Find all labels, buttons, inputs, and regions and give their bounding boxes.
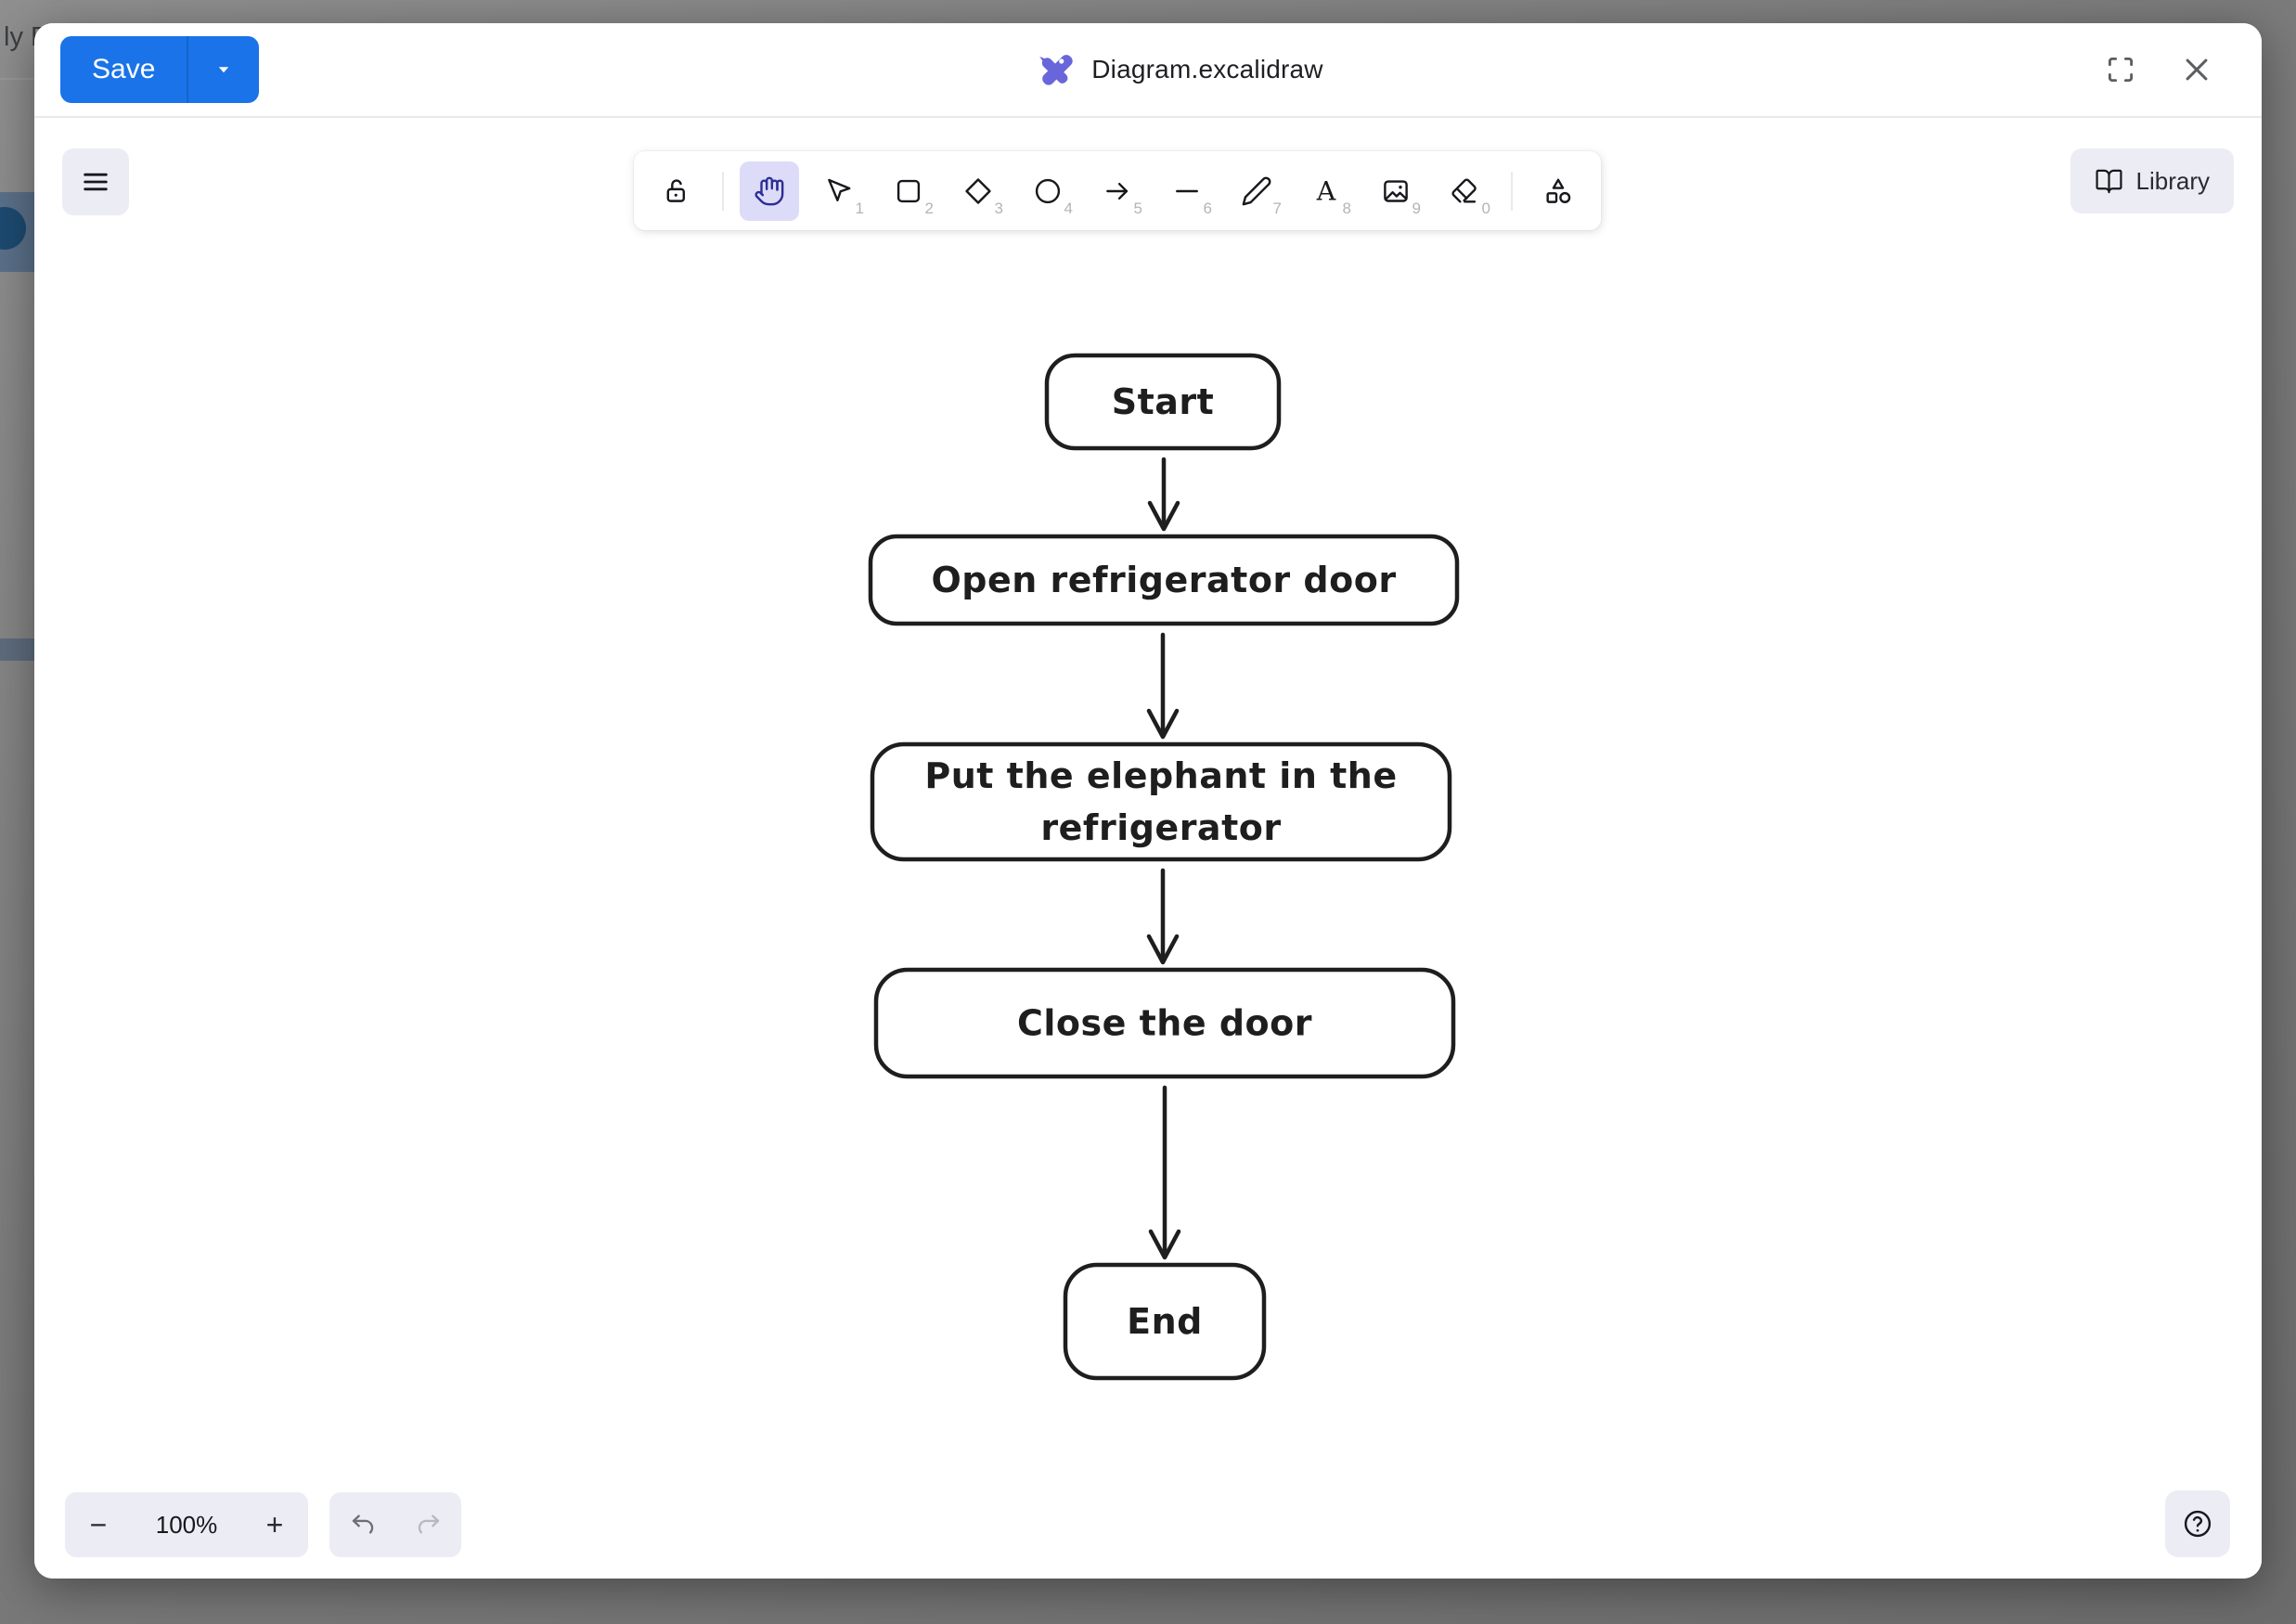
redo-icon bbox=[418, 1514, 439, 1534]
flowchart-arrow[interactable] bbox=[1146, 868, 1180, 965]
hamburger-menu-icon bbox=[84, 173, 108, 191]
save-button-label: Save bbox=[92, 54, 156, 84]
window-actions bbox=[2100, 49, 2217, 90]
undo-icon bbox=[352, 1514, 373, 1534]
line-icon bbox=[1176, 189, 1198, 192]
pencil-icon bbox=[1242, 176, 1271, 205]
undo-button[interactable] bbox=[329, 1492, 395, 1557]
shortcut-label: 0 bbox=[1481, 199, 1490, 217]
flowchart-node-start[interactable]: Start bbox=[1044, 353, 1282, 451]
tool-diamond-button[interactable]: 3 bbox=[948, 161, 1008, 221]
tool-ellipse-button[interactable]: 4 bbox=[1018, 161, 1077, 221]
svg-text:Close the door: Close the door bbox=[1017, 1003, 1312, 1044]
eraser-icon bbox=[1451, 178, 1477, 203]
toolbar-divider bbox=[722, 171, 724, 211]
shortcut-label: 2 bbox=[924, 199, 934, 217]
flowchart-node-end[interactable]: End bbox=[1063, 1262, 1267, 1381]
zoom-out-button[interactable]: − bbox=[65, 1492, 132, 1557]
flowchart-node-close[interactable]: Close the door bbox=[873, 967, 1456, 1079]
tool-line-button[interactable]: 6 bbox=[1157, 161, 1217, 221]
excalidraw-logo-icon bbox=[1039, 55, 1073, 85]
text-icon: A bbox=[1316, 175, 1336, 206]
document-title: Diagram.excalidraw bbox=[1091, 55, 1323, 84]
tool-hand-button[interactable] bbox=[740, 161, 799, 221]
help-icon bbox=[2184, 1510, 2212, 1538]
tool-image-button[interactable]: 9 bbox=[1366, 161, 1425, 221]
shortcut-label: 4 bbox=[1064, 199, 1073, 217]
history-controls bbox=[329, 1492, 461, 1557]
tool-eraser-button[interactable]: 0 bbox=[1436, 161, 1495, 221]
zoom-level[interactable]: 100% bbox=[155, 1510, 218, 1539]
main-menu-button[interactable] bbox=[62, 148, 129, 215]
chevron-down-icon bbox=[219, 67, 229, 73]
ellipse-icon bbox=[1035, 178, 1061, 203]
svg-text:Open refrigerator door: Open refrigerator door bbox=[931, 560, 1396, 600]
shortcut-label: 5 bbox=[1133, 199, 1142, 217]
svg-text:End: End bbox=[1127, 1301, 1203, 1342]
library-button-label: Library bbox=[2135, 166, 2210, 195]
tool-selection-button[interactable]: 1 bbox=[809, 161, 869, 221]
tool-more-shapes-button[interactable] bbox=[1529, 161, 1588, 221]
shortcut-label: 6 bbox=[1203, 199, 1212, 217]
rectangle-icon bbox=[896, 179, 921, 202]
svg-text:A: A bbox=[1316, 175, 1336, 206]
hand-icon bbox=[755, 176, 784, 205]
svg-text:Start: Start bbox=[1112, 381, 1215, 422]
tool-lock-button[interactable] bbox=[647, 161, 706, 221]
save-button-divider bbox=[187, 36, 189, 103]
cursor-arrow-icon bbox=[828, 178, 851, 201]
diamond-icon bbox=[965, 177, 991, 204]
help-button[interactable] bbox=[2165, 1490, 2230, 1557]
background-avatar bbox=[0, 207, 26, 250]
close-icon bbox=[2186, 58, 2208, 81]
save-split-button: Save bbox=[60, 36, 260, 103]
fullscreen-button[interactable] bbox=[2100, 49, 2141, 90]
fullscreen-icon bbox=[2108, 57, 2134, 83]
redo-button[interactable] bbox=[395, 1492, 461, 1557]
shortcut-label: 3 bbox=[994, 199, 1003, 217]
shortcut-label: 9 bbox=[1412, 199, 1421, 217]
unlocked-padlock-icon bbox=[666, 178, 685, 202]
arrow-right-icon bbox=[1106, 182, 1129, 200]
tool-rectangle-button[interactable]: 2 bbox=[879, 161, 938, 221]
flowchart-arrow[interactable] bbox=[1147, 457, 1180, 532]
book-icon bbox=[2096, 169, 2122, 193]
shortcut-label: 1 bbox=[855, 199, 864, 217]
tool-toolbar: 1 2 3 4 bbox=[634, 151, 1601, 230]
flowchart-arrow[interactable] bbox=[1148, 1085, 1181, 1260]
tool-draw-button[interactable]: 7 bbox=[1227, 161, 1286, 221]
flowchart-node-open[interactable]: Open refrigerator door bbox=[868, 534, 1460, 626]
modal-header: Save Diagram.excalidraw bbox=[34, 23, 2262, 118]
shortcut-label: 8 bbox=[1342, 199, 1351, 217]
save-button[interactable]: Save bbox=[60, 36, 187, 103]
zoom-in-button[interactable]: + bbox=[241, 1492, 308, 1557]
excalidraw-modal: Save Diagram.excalidraw bbox=[34, 23, 2262, 1579]
shortcut-label: 7 bbox=[1272, 199, 1282, 217]
library-button[interactable]: Library bbox=[2070, 148, 2234, 213]
title-group: Diagram.excalidraw bbox=[1036, 23, 1323, 116]
tool-arrow-button[interactable]: 5 bbox=[1088, 161, 1147, 221]
flowchart-arrow[interactable] bbox=[1146, 632, 1180, 740]
save-dropdown-button[interactable] bbox=[188, 36, 259, 103]
close-button[interactable] bbox=[2176, 49, 2217, 90]
image-icon bbox=[1384, 179, 1408, 202]
tool-text-button[interactable]: A 8 bbox=[1296, 161, 1356, 221]
toolbar-divider bbox=[1511, 171, 1513, 211]
shapes-icon bbox=[1546, 178, 1571, 203]
zoom-controls: − 100% + bbox=[65, 1492, 308, 1557]
